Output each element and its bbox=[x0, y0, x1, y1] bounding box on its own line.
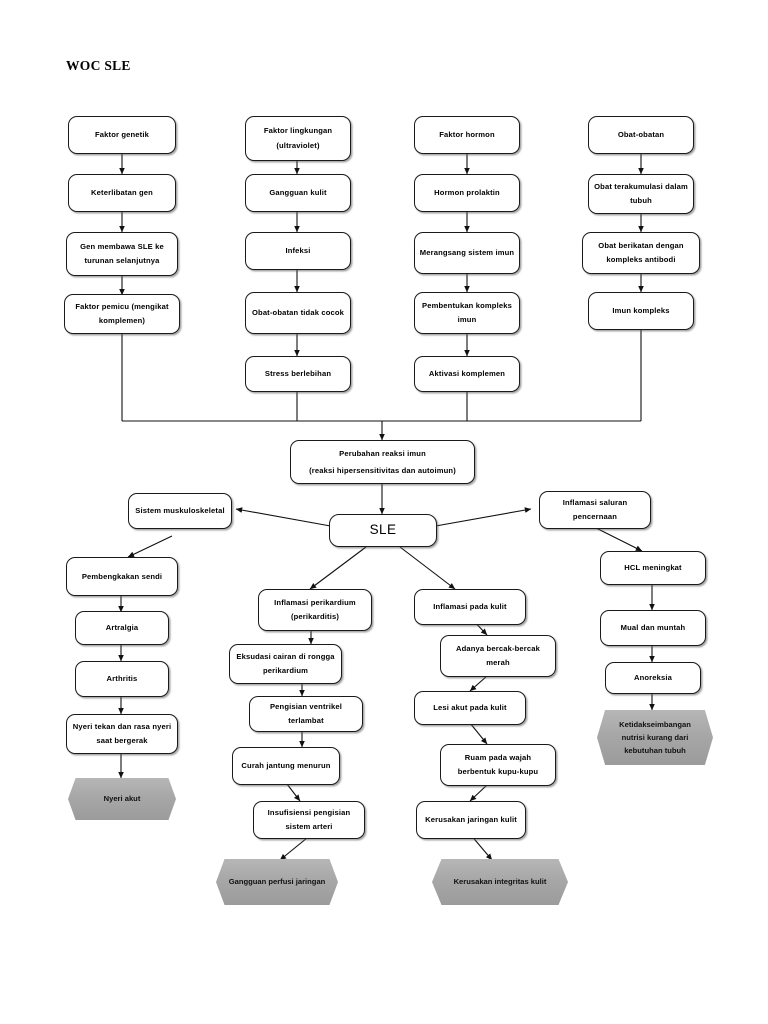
node-bercak-merah[interactable]: Adanya bercak-bercak merah bbox=[440, 635, 556, 677]
perubahan-reaksi-imun-line1: Perubahan reaksi imun bbox=[339, 448, 426, 458]
node-eksudasi-cairan[interactable]: Eksudasi cairan di rongga perikardium bbox=[229, 644, 342, 684]
node-hormon-prolaktin[interactable]: Hormon prolaktin bbox=[414, 174, 520, 212]
node-insufisiensi-pengisian[interactable]: Insufisiensi pengisian sistem arteri bbox=[253, 801, 365, 839]
node-infeksi[interactable]: Infeksi bbox=[245, 232, 351, 270]
node-faktor-lingkungan[interactable]: Faktor lingkungan (ultraviolet) bbox=[245, 116, 351, 161]
node-aktivasi-komplemen[interactable]: Aktivasi komplemen bbox=[414, 356, 520, 392]
node-faktor-genetik[interactable]: Faktor genetik bbox=[68, 116, 176, 154]
outcome-ketidakseimbangan-nutrisi[interactable]: Ketidakseimbangan nutrisi kurang dari ke… bbox=[597, 710, 713, 765]
node-artralgia[interactable]: Artralgia bbox=[75, 611, 169, 645]
node-keterlibatan-gen[interactable]: Keterlibatan gen bbox=[68, 174, 176, 212]
node-anoreksia[interactable]: Anoreksia bbox=[605, 662, 701, 694]
page-title: WOC SLE bbox=[66, 58, 131, 73]
node-pembengkakan-sendi[interactable]: Pembengkakan sendi bbox=[66, 557, 178, 596]
outcome-nyeri-akut[interactable]: Nyeri akut bbox=[68, 778, 176, 820]
node-lesi-akut-kulit[interactable]: Lesi akut pada kulit bbox=[414, 691, 526, 725]
node-perubahan-reaksi-imun[interactable]: Perubahan reaksi imun (reaksi hipersensi… bbox=[290, 440, 475, 484]
outcome-gangguan-perfusi-jaringan[interactable]: Gangguan perfusi jaringan bbox=[216, 859, 338, 905]
outcome-kerusakan-integritas-kulit[interactable]: Kerusakan integritas kulit bbox=[432, 859, 568, 905]
node-nyeri-tekan[interactable]: Nyeri tekan dan rasa nyeri saat bergerak bbox=[66, 714, 178, 754]
node-inflamasi-saluran-pencernaan[interactable]: Inflamasi saluran pencernaan bbox=[539, 491, 651, 529]
node-merangsang-sistem-imun[interactable]: Merangsang sistem imun bbox=[414, 232, 520, 274]
node-pengisian-ventrikel[interactable]: Pengisian ventrikel terlambat bbox=[249, 696, 363, 732]
node-stress-berlebihan[interactable]: Stress berlebihan bbox=[245, 356, 351, 392]
node-pembentukan-kompleks-imun[interactable]: Pembentukan kompleks imun bbox=[414, 292, 520, 334]
node-gen-membawa-sle[interactable]: Gen membawa SLE ke turunan selanjutnya bbox=[66, 232, 178, 276]
node-obat-obatan[interactable]: Obat-obatan bbox=[588, 116, 694, 154]
node-ruam-kupu-kupu[interactable]: Ruam pada wajah berbentuk kupu-kupu bbox=[440, 744, 556, 786]
node-inflamasi-perikardium[interactable]: Inflamasi perikardium (perikarditis) bbox=[258, 589, 372, 631]
node-obat-terakumulasi[interactable]: Obat terakumulasi dalam tubuh bbox=[588, 174, 694, 214]
node-faktor-pemicu[interactable]: Faktor pemicu (mengikat komplemen) bbox=[64, 294, 180, 334]
node-imun-kompleks[interactable]: Imun kompleks bbox=[588, 292, 694, 330]
node-obat-tidak-cocok[interactable]: Obat-obatan tidak cocok bbox=[245, 292, 351, 334]
node-inflamasi-pada-kulit[interactable]: Inflamasi pada kulit bbox=[414, 589, 526, 625]
node-curah-jantung-menurun[interactable]: Curah jantung menurun bbox=[232, 747, 340, 785]
node-sle[interactable]: SLE bbox=[329, 514, 437, 547]
perubahan-reaksi-imun-line2: (reaksi hipersensitivitas dan autoimun) bbox=[309, 465, 456, 475]
node-arthritis[interactable]: Arthritis bbox=[75, 661, 169, 697]
node-mual-dan-muntah[interactable]: Mual dan muntah bbox=[600, 610, 706, 646]
node-faktor-hormon[interactable]: Faktor hormon bbox=[414, 116, 520, 154]
node-sistem-muskuloskeletal[interactable]: Sistem muskuloskeletal bbox=[128, 493, 232, 529]
node-gangguan-kulit[interactable]: Gangguan kulit bbox=[245, 174, 351, 212]
node-hcl-meningkat[interactable]: HCL meningkat bbox=[600, 551, 706, 585]
node-kerusakan-jaringan-kulit[interactable]: Kerusakan jaringan kulit bbox=[416, 801, 526, 839]
node-obat-berikatan[interactable]: Obat berikatan dengan kompleks antibodi bbox=[582, 232, 700, 274]
